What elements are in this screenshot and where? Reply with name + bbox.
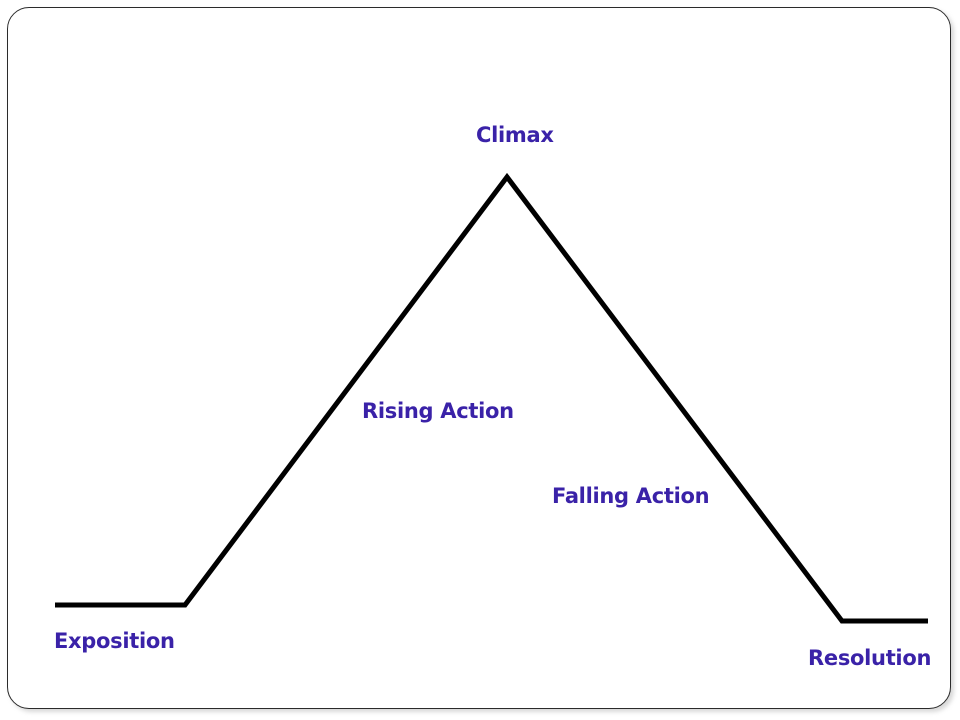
rising-action-label: Rising Action [362,399,514,423]
slide-frame [7,7,951,709]
plot-line [55,172,928,624]
climax-label: Climax [476,123,554,147]
falling-action-label: Falling Action [552,484,710,508]
exposition-label: Exposition [54,629,175,653]
resolution-label: Resolution [808,646,932,670]
